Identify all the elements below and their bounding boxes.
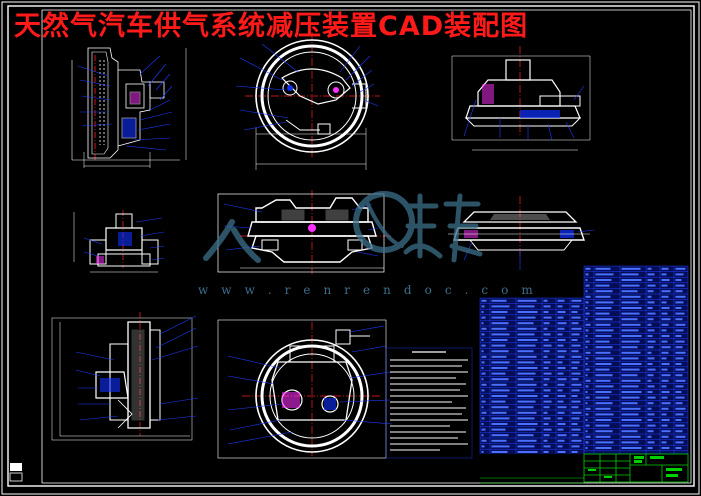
- technical-notes: [385, 347, 473, 459]
- view-round-top: [245, 32, 380, 170]
- parts-list-table: [479, 265, 689, 454]
- leaders-view3: [463, 85, 585, 141]
- drawing-frame: [7, 5, 695, 487]
- view-side-section-top: [71, 47, 187, 168]
- leaders-view8: [227, 325, 393, 445]
- leaders-view7: [75, 315, 199, 421]
- watermark-url: w w w . r e n r e n d o c . c o m: [198, 283, 538, 297]
- view-side-elevation: [451, 46, 591, 151]
- view-valve-detail: [73, 210, 159, 273]
- view-front-assembly: [217, 190, 392, 274]
- watermark-logo-icon: [203, 191, 483, 263]
- view-section-side-bottom: [51, 312, 193, 441]
- drawing-title: 天然气汽车供气系统减压装置CAD装配图: [14, 11, 529, 42]
- leaders-view2: [235, 43, 379, 131]
- leaders-view1: [77, 55, 173, 151]
- leaders-view4: [83, 217, 165, 261]
- title-block: [583, 453, 689, 483]
